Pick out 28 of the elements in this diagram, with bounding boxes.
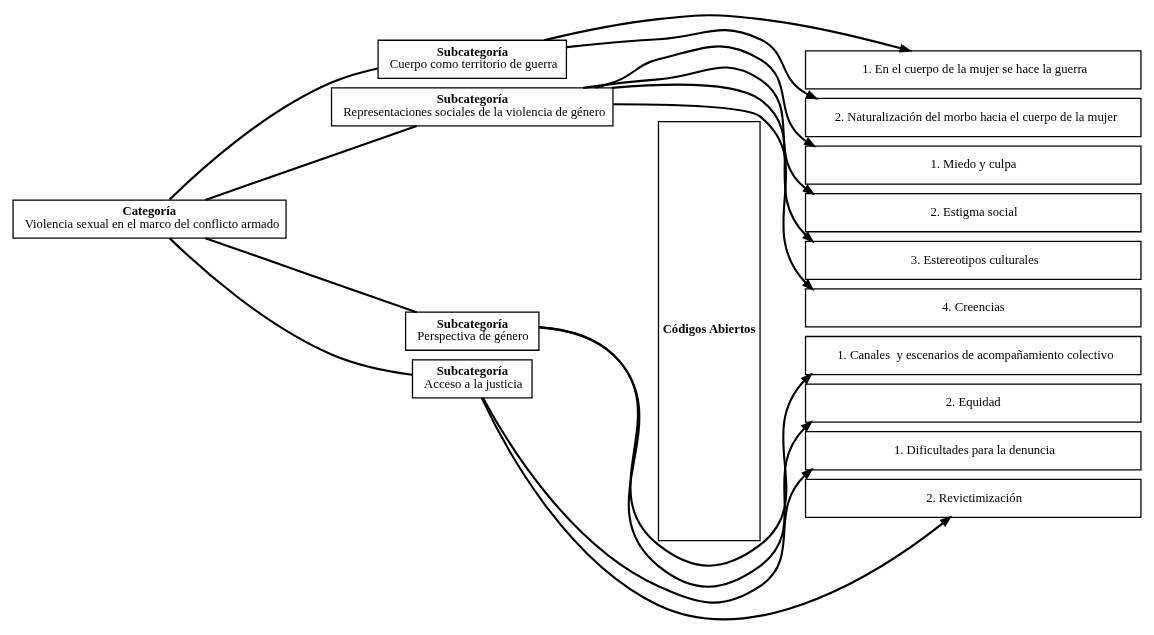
arrow (482, 397, 814, 604)
node-box: 4. Creencias (804, 288, 1142, 328)
connector (205, 124, 418, 201)
arrow (543, 14, 913, 53)
node-box: Categoría Violencia sexual en el marco del conflicto armado (12, 199, 287, 239)
connector (205, 237, 418, 314)
arrow (595, 45, 817, 148)
node-box: Códigos Abiertos (657, 121, 761, 542)
node-box: 1. Miedo y culpa (804, 145, 1142, 185)
node-box: 3. Estereotipos culturales (804, 240, 1142, 280)
arrow (566, 29, 819, 100)
arrow (480, 397, 953, 620)
node-box: 1. En el cuerpo de la mujer se hace la guerra (804, 50, 1142, 90)
node-box: 2. Revictimización (804, 478, 1142, 519)
node-box: Subcategoría Perspectiva de género (404, 311, 540, 351)
node-box: Subcategoría Representaciones sociales de la violencia de género (330, 87, 614, 127)
node-box: 2. Equidad (804, 383, 1142, 423)
node-box: 1. Dificultades para la denuncia (804, 431, 1142, 471)
node-box: Subcategoría Cuerpo como territorio de guerra (377, 39, 568, 79)
node-box: 2. Naturalización del morbo hacia el cuerpo de la mujer (804, 97, 1142, 138)
node-box: Subcategoría Acceso a la justicia (411, 359, 533, 399)
connector (168, 67, 378, 201)
arrow (611, 83, 815, 244)
node-box: 2. Estigma social (804, 193, 1142, 233)
connector (169, 237, 413, 376)
arrow (613, 103, 815, 292)
arrow (583, 66, 816, 196)
node-box: 1. Canales y escenarios de acompañamiento colectivo (804, 335, 1142, 376)
